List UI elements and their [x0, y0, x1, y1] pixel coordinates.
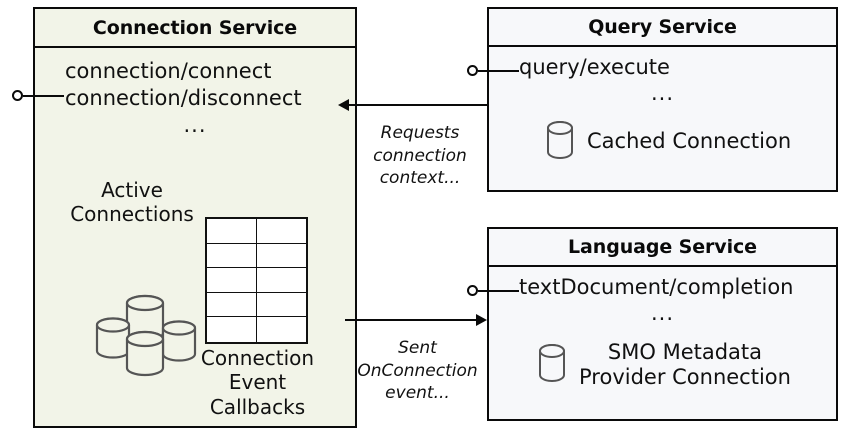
arrow-head-icon — [338, 99, 349, 111]
provided-interface-lollipop-language-service[interactable] — [467, 285, 519, 296]
connection-event-callbacks-label: Connection Event Callbacks — [175, 346, 340, 419]
table-cell — [256, 293, 306, 318]
table-cell — [207, 219, 257, 244]
component-language-service[interactable]: Language Service textDocument/completion… — [487, 227, 838, 421]
operation-query-execute[interactable]: query/execute — [519, 55, 670, 79]
connector-label-line3: event... — [385, 383, 450, 404]
lollipop-stem — [478, 69, 519, 72]
connector-label-line1: Requests — [380, 123, 460, 143]
database-cylinder-icon — [545, 119, 575, 165]
connector-label-query-to-connection: Requests connection context... — [360, 122, 480, 190]
active-connections-label-line1: Active — [101, 178, 163, 202]
language-service-operations-ellipsis: ... — [650, 300, 675, 325]
table-grid-icon — [205, 217, 308, 344]
connection-event-callbacks-line3: Callbacks — [209, 394, 306, 419]
connection-service-operations: connection/connect connection/disconnect… — [35, 58, 355, 139]
smo-metadata-provider-line1: SMO Metadata — [607, 340, 763, 364]
connection-event-callbacks-line1: Connection — [200, 346, 315, 370]
connector-label-line2: OnConnection — [357, 360, 478, 381]
query-service-operations: query/execute ... — [489, 55, 836, 106]
table-cell — [256, 244, 306, 269]
smo-metadata-provider-resource: SMO Metadata Provider Connection — [537, 340, 791, 390]
cached-connection-resource: Cached Connection — [545, 119, 791, 165]
connection-service-operations-ellipsis: ... — [183, 112, 207, 137]
component-connection-service[interactable]: Connection Service connection/connect co… — [33, 7, 357, 428]
connector-line — [349, 104, 489, 106]
table-cell — [256, 268, 306, 293]
provided-interface-lollipop-query-service[interactable] — [467, 65, 519, 76]
language-service-title: Language Service — [489, 229, 836, 267]
operation-textdocument-completion[interactable]: textDocument/completion — [519, 275, 794, 299]
query-service-title: Query Service — [489, 9, 836, 47]
connection-service-title: Connection Service — [35, 9, 355, 48]
operation-connection-disconnect[interactable]: connection/disconnect — [65, 85, 302, 110]
active-connections-label: Active Connections — [47, 178, 217, 226]
query-service-body: query/execute ... Cached Connection — [489, 47, 836, 190]
table-cell — [207, 243, 257, 269]
table-cell — [207, 268, 257, 293]
connector-label-connection-to-language: Sent OnConnection event... — [350, 337, 485, 405]
smo-metadata-provider-label: SMO Metadata Provider Connection — [579, 340, 791, 390]
database-cylinder-icon — [537, 342, 567, 388]
language-service-operations: textDocument/completion ... — [489, 275, 836, 326]
lollipop-ball-icon — [467, 65, 478, 76]
active-connections-label-line2: Connections — [70, 202, 194, 226]
language-service-body: textDocument/completion ... SMO Metadata… — [489, 267, 836, 419]
lollipop-stem — [23, 94, 64, 97]
component-query-service[interactable]: Query Service query/execute ... Cached C… — [487, 7, 838, 192]
cached-connection-label: Cached Connection — [587, 129, 792, 154]
connection-service-body: connection/connect connection/disconnect… — [35, 48, 355, 426]
table-cell — [257, 317, 307, 342]
connector-label-line2: connection — [373, 145, 467, 166]
connector-label-line1: Sent — [398, 338, 437, 358]
table-cell — [207, 317, 257, 342]
arrow-head-icon — [476, 314, 487, 326]
connector-line — [345, 319, 477, 321]
lollipop-ball-icon — [12, 90, 23, 101]
database-cluster-icon — [87, 291, 207, 381]
connector-label-line3: context... — [379, 168, 461, 189]
smo-metadata-provider-line2: Provider Connection — [579, 365, 791, 390]
lollipop-stem — [478, 289, 519, 292]
operation-connection-connect[interactable]: connection/connect — [65, 59, 272, 83]
table-cell — [207, 292, 257, 318]
connection-event-callbacks-line2: Event — [228, 370, 287, 395]
query-service-operations-ellipsis: ... — [650, 80, 675, 105]
provided-interface-lollipop-connection-service[interactable] — [12, 90, 64, 101]
table-cell — [256, 219, 306, 244]
lollipop-ball-icon — [467, 285, 478, 296]
